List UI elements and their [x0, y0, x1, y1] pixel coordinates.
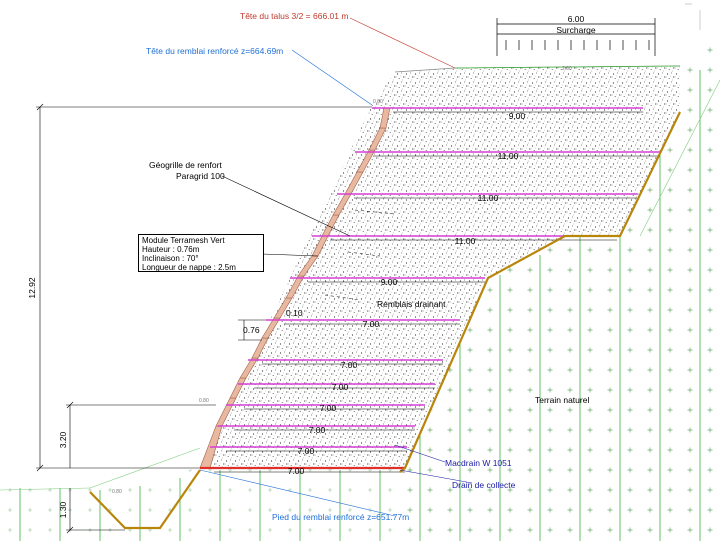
top-left-mark: 0.80: [373, 99, 383, 105]
toe-trench: [89, 469, 201, 530]
module-title: Module Terramesh Vert: [142, 236, 225, 245]
natural-ground-verticals: [19, 70, 701, 541]
length-label: 7.00: [341, 360, 358, 370]
length-label: 11.00: [478, 193, 499, 203]
surcharge-label: Surcharge: [556, 25, 595, 35]
module-inclination: Inclinaison : 70°: [142, 254, 199, 263]
length-label: 11.00: [455, 236, 476, 246]
length-label: 7.00: [320, 403, 337, 413]
length-label: 7.00: [288, 466, 305, 476]
length-label: 7.00: [298, 446, 315, 456]
embankment-toe-label: Pied du remblai renforcé z=651.77m: [272, 512, 409, 522]
natural-ground: [400, 40, 720, 541]
surcharge-width: 6.00: [568, 14, 585, 24]
drainage-fill: [200, 66, 680, 468]
natural-ground-label: Terrain naturel: [535, 395, 589, 405]
internal-marks: [324, 209, 396, 301]
module-height-value: 0.76: [243, 325, 260, 335]
corner-ticks: [685, 3, 701, 30]
module-sheet-length: Longueur de nappe : 2.5m: [142, 263, 236, 272]
trench-depth-dimension: [66, 488, 125, 534]
top-surface-green: [454, 65, 681, 69]
offset-value: 0.10: [286, 308, 303, 318]
trench-mark: 0.80: [112, 489, 122, 495]
length-label: 7.00: [309, 425, 326, 435]
top-mark: 2.00: [562, 66, 572, 72]
total-height-value: 12.92: [27, 277, 37, 299]
total-height-dimension: [36, 103, 372, 472]
module-height-dimension: [238, 319, 266, 341]
toe-ground: [0, 468, 405, 541]
macdrain-label: Macdrain W 1051: [445, 458, 512, 468]
length-label: 11.00: [498, 151, 519, 161]
geogrid-label: Géogrille de renfort: [149, 160, 222, 170]
collection-drain-label: Drain de collecte: [452, 480, 516, 490]
lower-height-dimension: [66, 401, 216, 468]
ground-line: [399, 111, 681, 473]
talus-head-label: Tête du talus 3/2 = 666.01 m: [240, 11, 348, 21]
embankment-head-label: Tête du remblai renforcé z=664.69m: [146, 46, 283, 56]
bottom-left-mark: 0.80: [199, 398, 209, 404]
length-label: 9.00: [381, 277, 398, 287]
lower-height-value: 3.20: [58, 431, 68, 448]
leader-lines: [199, 17, 473, 517]
surcharge-symbol: [496, 18, 656, 56]
length-label: 7.00: [332, 382, 349, 392]
length-dimension-lines: [214, 111, 660, 473]
trench-depth-value: 1.30: [58, 501, 68, 518]
length-label: 7.00: [363, 319, 380, 329]
length-label: 9.00: [509, 111, 526, 121]
module-info-box: Module Terramesh Vert Hauteur : 0.76m In…: [138, 234, 264, 272]
drainage-fill-label: Remblais drainant: [377, 299, 446, 309]
module-height: Hauteur : 0.76m: [142, 245, 200, 254]
geogrid-product-label: Paragrid 100: [176, 171, 225, 181]
length-labels: 9.00 11.00 11.00 11.00 9.00 7.00 7.00 7.…: [288, 111, 526, 476]
